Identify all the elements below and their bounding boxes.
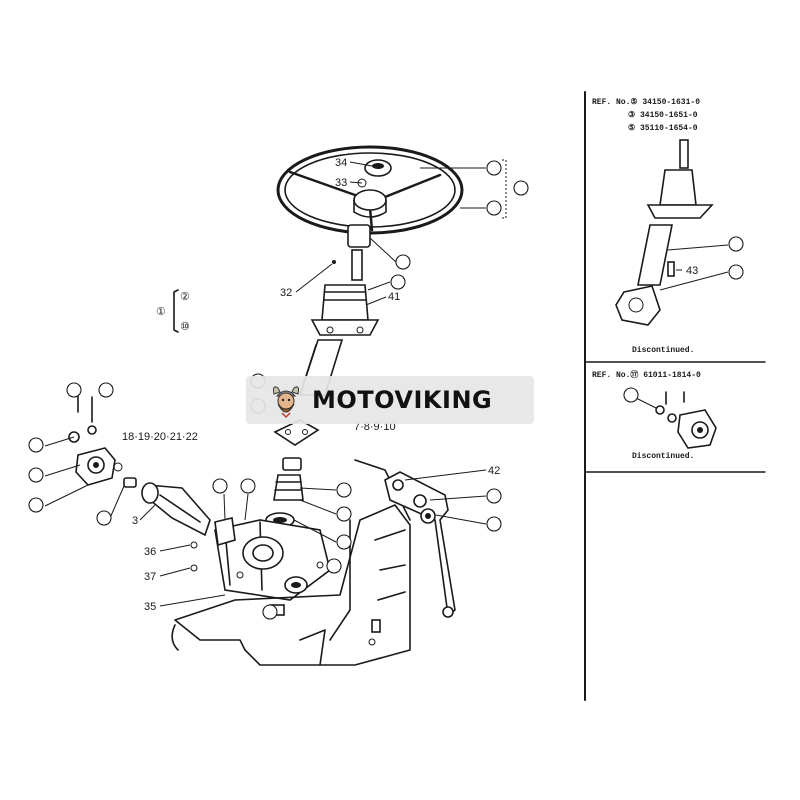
inset-bottom-bracket: REF. No.⑰ 61011-1814-0 Discontinued. [592,369,717,461]
label-3: 3 [132,515,138,527]
label-2: ② [180,291,190,303]
inset-label-43: 43 [686,265,698,277]
leader-lines [44,159,507,607]
label-1: ① [156,306,166,318]
inset-bottom-ref: REF. No.⑰ 61011-1814-0 [592,369,701,380]
label-37: 37 [144,571,156,583]
brand-name: MOTOVIKING [312,386,493,414]
steering-wheel [276,145,464,235]
inset-top-ref-2: ③ 34150-1651-0 [628,110,698,120]
inset-top-column: REF. No.⑤ 34150-1631-0 ③ 34150-1651-0 ⑤ … [592,97,742,355]
label-18-22: 18·19·20·21·22 [122,431,198,443]
label-42: 42 [488,465,500,477]
label-36: 36 [144,546,156,558]
steering-column [265,224,380,528]
label-34: 34 [335,157,347,169]
inset-frames [584,91,766,701]
bracket-1-2-10 [173,289,179,333]
inset-bottom-caption: Discontinued. [632,452,694,461]
label-33: 33 [335,177,347,189]
callout-circles [28,160,744,620]
label-7-10: 7·8·9·10 [354,421,396,433]
label-35: 35 [144,601,156,613]
inset-top-caption: Discontinued. [632,346,694,355]
viking-helmet-logo-icon [273,386,299,419]
drop-arm [384,471,456,618]
label-10: ⑩ [180,321,190,333]
sector-shaft-assembly [68,394,236,572]
label-41: 41 [388,291,400,303]
inset-top-ref-1: REF. No.⑤ 34150-1631-0 [592,97,700,107]
inset-top-ref-3: ⑤ 35110-1654-0 [628,123,698,133]
steering-gearbox [214,519,331,601]
label-32: 32 [280,287,292,299]
motoviking-watermark: MOTOVIKING [246,376,534,424]
